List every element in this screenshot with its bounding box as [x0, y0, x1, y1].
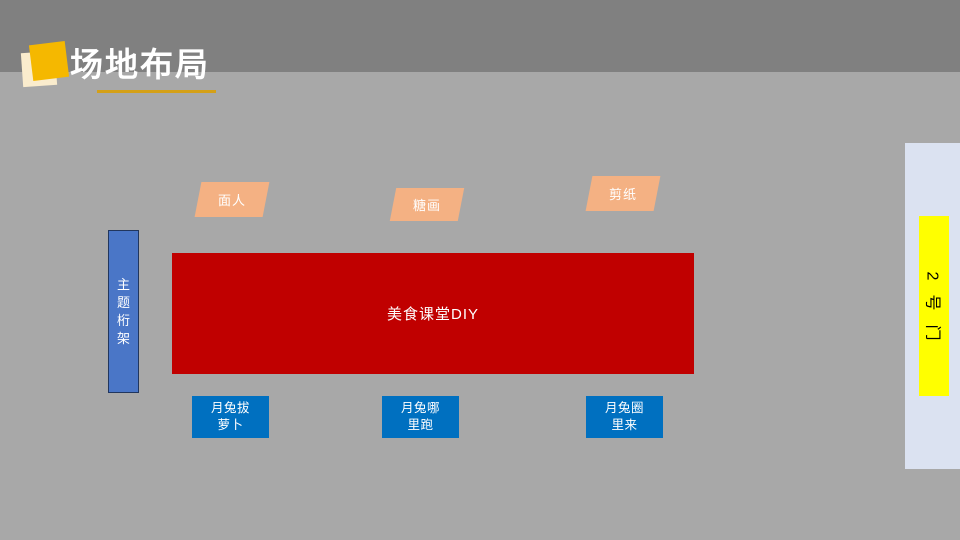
- activity-label: 月兔圈 里来: [605, 400, 644, 434]
- page-title: 场地布局: [70, 46, 210, 83]
- booth-label: 剪纸: [608, 187, 637, 202]
- gate-label: 2号门: [923, 271, 940, 355]
- logo-square-front-icon: [28, 40, 70, 82]
- booth-label: 糖画: [412, 198, 441, 213]
- activity-label-line2: 里跑: [407, 418, 434, 432]
- activity-label-line1: 月兔拔: [210, 401, 250, 415]
- booth-dough-figurine[interactable]: 面人: [194, 182, 270, 217]
- activity-label: 月兔拔 萝卜: [211, 400, 250, 434]
- background-band-top: [0, 0, 960, 72]
- activity-box-rabbit-into-circle[interactable]: 月兔圈 里来: [586, 396, 663, 438]
- main-stage-area[interactable]: 美食课堂DIY: [172, 253, 694, 374]
- main-stage-label: 美食课堂DIY: [386, 306, 479, 323]
- activity-label-line1: 月兔圈: [604, 401, 644, 415]
- activity-label: 月兔哪 里跑: [401, 400, 440, 434]
- title-underline: [97, 90, 216, 93]
- gate-marker[interactable]: 2号门: [919, 216, 949, 396]
- booth-sugar-painting[interactable]: 糖画: [389, 188, 465, 221]
- booth-label: 面人: [217, 193, 246, 208]
- theme-truss-marker[interactable]: 主题桁架: [108, 230, 139, 393]
- activity-label-line2: 里来: [611, 418, 638, 432]
- activity-label-line2: 萝卜: [217, 418, 244, 432]
- activity-box-rabbit-where-run[interactable]: 月兔哪 里跑: [382, 396, 459, 438]
- booth-paper-cutting[interactable]: 剪纸: [585, 176, 661, 211]
- activity-box-rabbit-pull-radish[interactable]: 月兔拔 萝卜: [192, 396, 269, 438]
- activity-label-line1: 月兔哪: [400, 401, 440, 415]
- theme-truss-label: 主题桁架: [116, 276, 130, 346]
